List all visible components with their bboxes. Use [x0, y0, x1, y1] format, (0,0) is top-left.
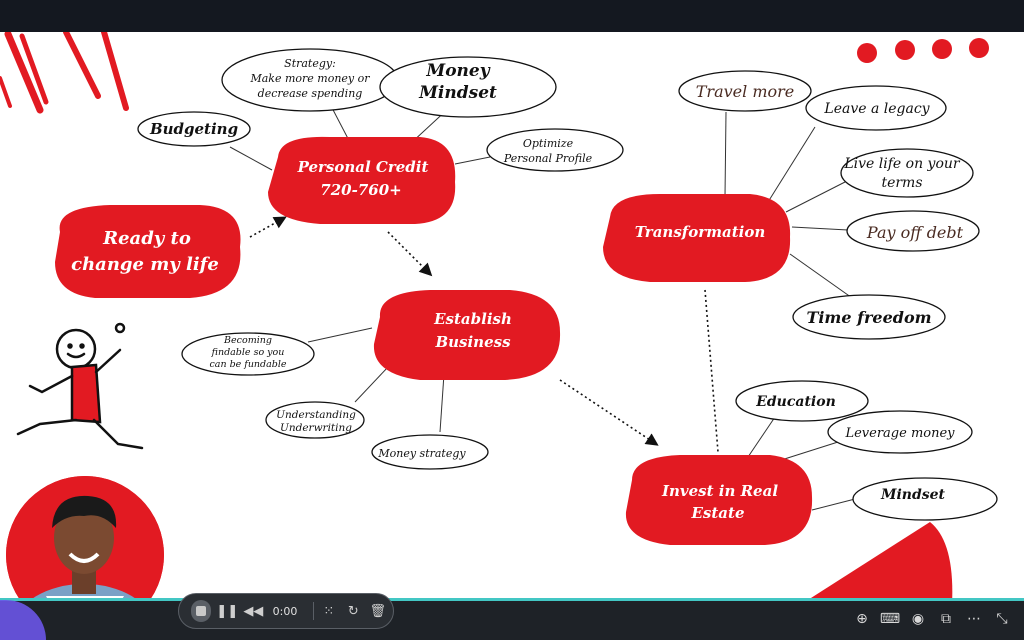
- education-label: Education: [755, 394, 836, 410]
- bottom-toolbar: [0, 601, 1024, 640]
- establish-line-1: Establish: [433, 310, 512, 328]
- divider: [312, 602, 314, 620]
- video-progress-bar[interactable]: [0, 598, 1024, 601]
- restart-button[interactable]: ↻: [344, 600, 362, 622]
- becoming-line-1: Becoming: [223, 335, 272, 346]
- bubble-money-mindset-shape: [379, 56, 557, 118]
- switch-window-icon[interactable]: ⧉: [941, 611, 951, 627]
- bottom-right-tray: ⊕ ⌨ ◉ ⧉ ⋯ ⤡: [850, 607, 1014, 631]
- pause-button[interactable]: ❚❚: [216, 600, 239, 622]
- bubble-money-strategy-shape: [371, 434, 489, 470]
- decorative-red-corner: [800, 522, 953, 605]
- bubble-travel-shape: [678, 70, 812, 112]
- rewind-icon: ◀◀: [243, 603, 264, 619]
- grid-button[interactable]: ⁙: [320, 600, 338, 622]
- underwriting-line-2: Underwriting: [280, 422, 352, 434]
- decorative-red-dots: [857, 38, 989, 63]
- recording-controls: ❚❚ ◀◀ 0:00 ⁙ ↻ 🗑: [178, 593, 394, 629]
- live-life-line-1: Live life on your: [843, 156, 961, 172]
- optimize-line-1: Optimize: [523, 137, 574, 150]
- bubble-becoming-shape: [181, 332, 315, 376]
- node-ready-to-change: Ready to change my life: [55, 205, 241, 298]
- strategy-line-3: decrease spending: [258, 87, 363, 100]
- becoming-line-2: findable so you: [211, 347, 285, 358]
- pause-icon: ❚❚: [216, 603, 239, 619]
- leverage-money-label: Leverage money: [844, 426, 955, 441]
- collapse-icon[interactable]: ⤡: [996, 611, 1008, 627]
- establish-line-2: Business: [434, 333, 511, 351]
- decorative-red-strokes: [0, 32, 129, 114]
- bubble-legacy-shape: [805, 85, 947, 131]
- node-personal-credit: Personal Credit 720-760+: [268, 136, 456, 224]
- node-invest-real-estate: Invest in Real Estate: [625, 455, 813, 545]
- live-life-line-2: terms: [881, 175, 922, 191]
- restart-icon: ↻: [347, 603, 359, 619]
- bubble-optimize-shape: [486, 128, 624, 172]
- bubble-education-shape: [735, 380, 869, 422]
- underwriting-line-1: Understanding: [276, 409, 356, 421]
- leave-legacy-label: Leave a legacy: [823, 101, 930, 117]
- mind-map-svg: Ready to change my life Personal Credit …: [0, 32, 998, 605]
- ready-line-1: Ready to: [102, 228, 191, 249]
- invest-line-1: Invest in Real: [661, 482, 778, 500]
- broadcast-icon[interactable]: ◉: [911, 611, 925, 627]
- keyboard-icon[interactable]: ⌨: [879, 611, 901, 627]
- becoming-line-3: can be fundable: [209, 359, 286, 370]
- node-establish-business: Establish Business: [373, 290, 561, 380]
- personal-credit-line-1: Personal Credit: [297, 158, 429, 176]
- personal-credit-line-2: 720-760+: [320, 181, 401, 199]
- zoom-in-icon[interactable]: ⊕: [856, 611, 868, 627]
- transformation-label: Transformation: [635, 223, 766, 241]
- more-icon[interactable]: ⋯: [967, 611, 981, 627]
- grid-icon: ⁙: [323, 603, 335, 619]
- top-window-bar: [0, 0, 1024, 32]
- budgeting-label: Budgeting: [149, 120, 238, 138]
- strategy-line-1: Strategy:: [284, 57, 336, 70]
- bubble-debt-shape: [846, 210, 980, 252]
- bubble-budgeting-shape: [137, 111, 251, 147]
- invest-line-2: Estate: [691, 504, 745, 522]
- money-strategy-label: Money strategy: [377, 447, 466, 460]
- rewind-button[interactable]: ◀◀: [243, 600, 263, 622]
- optimize-line-2: Personal Profile: [503, 152, 593, 165]
- bubble-leverage-shape: [827, 410, 973, 454]
- stop-button[interactable]: [191, 600, 212, 622]
- ready-line-2: change my life: [71, 254, 219, 275]
- money-mindset-line-2: Mindset: [418, 83, 497, 103]
- node-transformation: Transformation: [603, 194, 791, 282]
- pay-off-debt-label: Pay off debt: [866, 223, 964, 242]
- strategy-line-2: Make more money or: [249, 72, 370, 85]
- travel-more-label: Travel more: [696, 82, 795, 101]
- mindset-label: Mindset: [880, 487, 946, 503]
- bubble-underwriting-shape: [265, 401, 365, 439]
- stop-icon: [196, 606, 207, 616]
- mind-map-canvas: Ready to change my life Personal Credit …: [0, 32, 1024, 605]
- recording-time: 0:00: [272, 604, 298, 618]
- trash-icon: 🗑: [369, 603, 387, 619]
- bubble-live-life-shape: [840, 148, 974, 198]
- bubble-time-freedom-shape: [792, 294, 946, 340]
- stick-figure-illustration: [16, 322, 144, 450]
- money-mindset-line-1: Money: [425, 61, 490, 81]
- bubble-mindset-shape: [852, 477, 998, 521]
- dotted-arrows: [249, 216, 719, 453]
- delete-button[interactable]: 🗑: [369, 600, 387, 622]
- time-freedom-label: Time freedom: [806, 308, 931, 327]
